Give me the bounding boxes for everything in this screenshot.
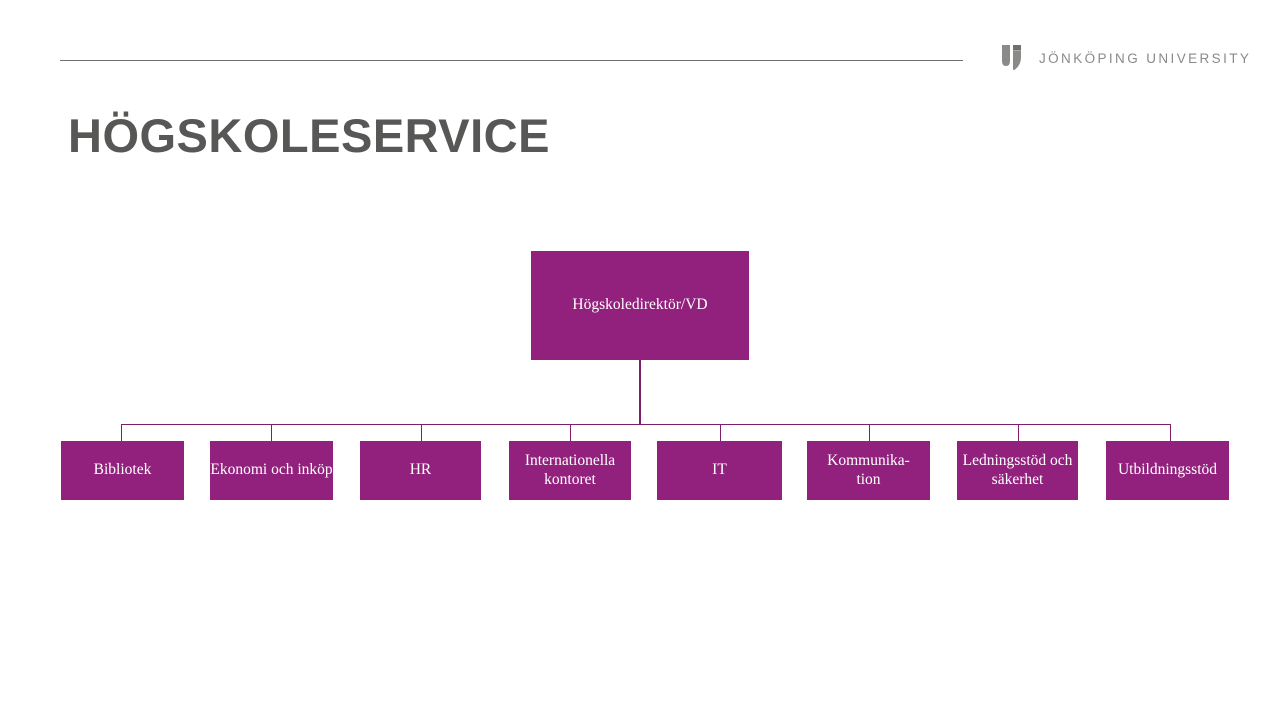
org-node-label: Bibliotek xyxy=(93,461,152,479)
connector-drop-it xyxy=(720,425,721,441)
connector-horizontal-bus xyxy=(121,424,1171,425)
org-node-label: IT xyxy=(712,461,727,479)
brand-wordmark: JÖNKÖPING UNIVERSITY xyxy=(1039,51,1252,67)
org-node-label: Internationella kontoret xyxy=(524,452,616,488)
org-node-ledningsstod-och-sakerhet[interactable]: Ledningsstöd och säkerhet xyxy=(957,441,1078,500)
connector-drop-internationella xyxy=(570,425,571,441)
org-node-internationella-kontoret[interactable]: Internationella kontoret xyxy=(509,441,631,500)
org-node-label: Kommunika-tion xyxy=(827,452,910,488)
org-node-utbildningsstod[interactable]: Utbildningsstöd xyxy=(1106,441,1229,500)
page-title: HÖGSKOLESERVICE xyxy=(68,109,550,162)
org-node-label: Högskoledirektör/VD xyxy=(572,296,708,314)
connector-drop-hr xyxy=(421,425,422,441)
org-node-label: HR xyxy=(409,461,432,479)
org-node-root[interactable]: Högskoledirektör/VD xyxy=(531,251,749,360)
org-node-label: Ledningsstöd och säkerhet xyxy=(962,452,1073,488)
jonkoping-university-j-mark-icon xyxy=(1001,44,1027,74)
connector-drop-kommunikation xyxy=(869,425,870,441)
brand-logo: JÖNKÖPING UNIVERSITY xyxy=(1001,44,1251,74)
org-node-it[interactable]: IT xyxy=(657,441,782,500)
connector-root-stem xyxy=(639,360,641,425)
org-node-ekonomi-och-inkop[interactable]: Ekonomi och inköp xyxy=(210,441,333,500)
org-node-kommunikation[interactable]: Kommunika-tion xyxy=(807,441,930,500)
connector-drop-utbildningsstod xyxy=(1170,425,1171,441)
connector-drop-bibliotek xyxy=(121,425,122,441)
org-node-bibliotek[interactable]: Bibliotek xyxy=(61,441,184,500)
header-divider xyxy=(60,60,963,61)
org-node-label: Utbildningsstöd xyxy=(1117,461,1218,479)
connector-drop-ekonomi xyxy=(271,425,272,441)
org-node-label: Ekonomi och inköp xyxy=(210,461,333,479)
org-node-hr[interactable]: HR xyxy=(360,441,481,500)
connector-drop-ledningsstod xyxy=(1018,425,1019,441)
